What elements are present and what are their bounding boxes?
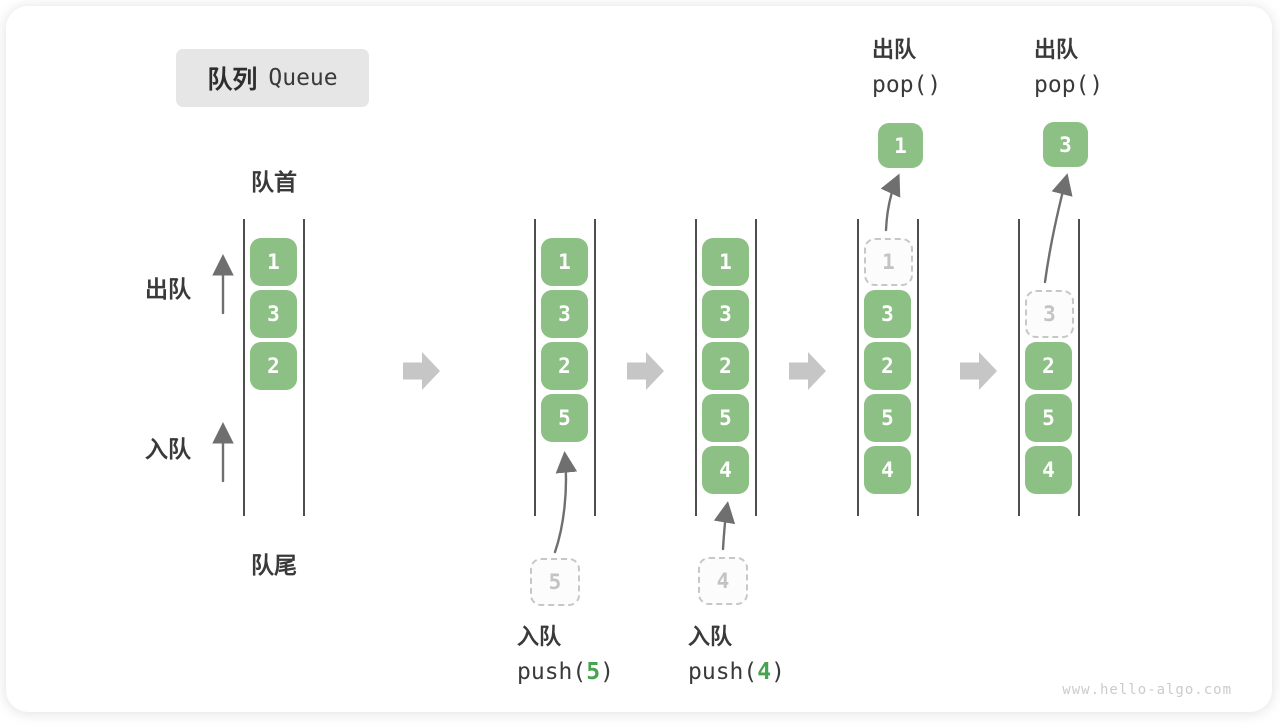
code-fn-open: push( xyxy=(688,659,758,685)
queue-cell: 2 xyxy=(864,342,911,390)
queue-cell: 4 xyxy=(702,446,749,494)
queue-cell: 2 xyxy=(1025,342,1072,390)
step-arrow-3 xyxy=(789,352,826,390)
queue-wall-right xyxy=(594,219,596,516)
queue-cell: 4 xyxy=(1025,446,1072,494)
queue-wall-left xyxy=(1018,219,1020,516)
enqueue-op-zh: 入队 xyxy=(517,624,562,649)
arrows-overlay xyxy=(212,173,1073,554)
title-badge: 队列 Queue xyxy=(176,49,369,107)
popped-item: 3 xyxy=(1043,122,1088,167)
queue-cell: 3 xyxy=(702,290,749,338)
dequeue-op-label: 出队 pop() xyxy=(872,37,941,98)
queue-wall-left xyxy=(243,219,245,516)
queue-wall-right xyxy=(303,219,305,516)
code-fn-close: ) xyxy=(771,659,785,685)
queue-wall-left xyxy=(695,219,697,516)
queue-cell: 4 xyxy=(864,446,911,494)
title-zh: 队列 xyxy=(207,66,258,94)
queue-cell: 3 xyxy=(250,290,297,338)
queue-wall-left xyxy=(534,219,536,516)
enqueue-op-zh: 入队 xyxy=(688,624,733,649)
queue-wall-right xyxy=(917,219,919,516)
enqueue-op-label: 入队 push(5) xyxy=(517,624,614,685)
pop-1-arrow xyxy=(880,173,901,232)
queue-cell: 1 xyxy=(702,238,749,286)
title-en: Queue xyxy=(268,65,338,91)
enqueue-4-arrow xyxy=(713,501,736,551)
step-arrow-1 xyxy=(403,352,440,390)
queue-cell: 2 xyxy=(250,342,297,390)
queue-cell: 5 xyxy=(1025,394,1072,442)
incoming-item: 5 xyxy=(530,558,580,606)
queue-cell: 5 xyxy=(541,394,588,442)
code-fn-close: ) xyxy=(600,659,614,685)
queue-wall-right xyxy=(1078,219,1080,516)
dequeue-op-zh: 出队 xyxy=(1034,37,1079,62)
label-enqueue: 入队 xyxy=(145,436,191,462)
dequeue-op-zh: 出队 xyxy=(872,37,917,62)
step-arrow-2 xyxy=(627,352,664,390)
label-dequeue: 出队 xyxy=(145,276,191,302)
enqueue-op-code: push(4) xyxy=(688,659,785,685)
queue-cell: 3 xyxy=(864,290,911,338)
watermark: www.hello-algo.com xyxy=(1062,682,1232,698)
label-queue-front: 队首 xyxy=(251,169,297,195)
dequeue-op-label: 出队 pop() xyxy=(1034,37,1103,98)
code-arg: 5 xyxy=(586,659,601,685)
popped-item: 1 xyxy=(878,123,923,168)
incoming-item: 4 xyxy=(698,557,748,605)
dequeue-op-code: pop() xyxy=(872,72,942,98)
queue-cell: 5 xyxy=(702,394,749,442)
step-arrow-4 xyxy=(960,352,997,390)
queue-cell: 1 xyxy=(541,238,588,286)
enqueue-op-code: push(5) xyxy=(517,659,614,685)
queue-wall-left xyxy=(857,219,859,516)
ghost-cell: 3 xyxy=(1025,290,1074,338)
queue-cell: 5 xyxy=(864,394,911,442)
queue-cell: 3 xyxy=(541,290,588,338)
ghost-cell: 1 xyxy=(864,238,913,286)
queue-cell: 2 xyxy=(541,342,588,390)
label-queue-rear: 队尾 xyxy=(251,552,297,578)
dequeue-op-code: pop() xyxy=(1034,72,1104,98)
queue-wall-right xyxy=(755,219,757,516)
pop-3-arrow xyxy=(1043,173,1073,284)
code-arg: 4 xyxy=(757,659,772,685)
queue-cell: 2 xyxy=(702,342,749,390)
queue-cell: 1 xyxy=(250,238,297,286)
code-fn-open: push( xyxy=(517,659,587,685)
enqueue-5-arrow xyxy=(553,451,578,554)
enqueue-op-label: 入队 push(4) xyxy=(688,624,785,685)
